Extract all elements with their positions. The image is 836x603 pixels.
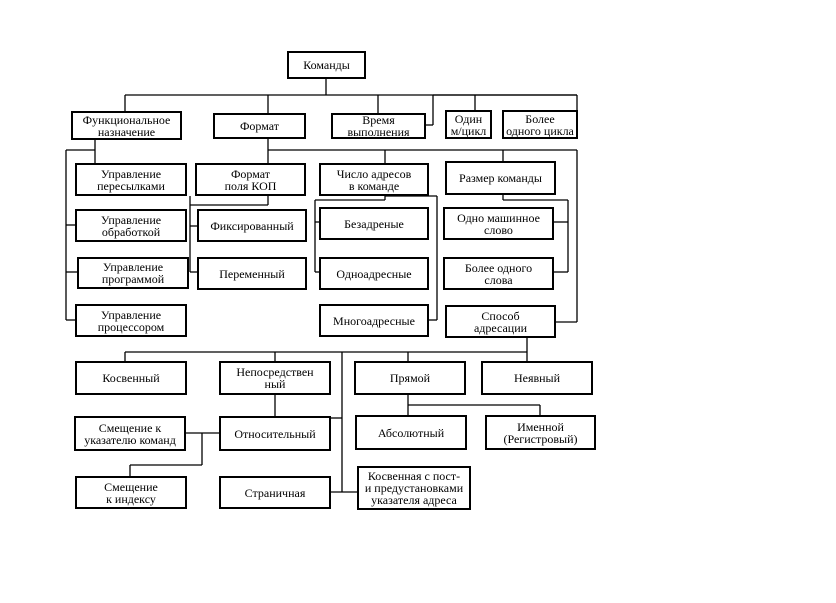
node-indirect-prepost: Косвенная с пост- и предустановками указ…: [357, 466, 471, 510]
node-named: Именной (Регистровый): [485, 415, 596, 450]
node-more-word: Более одного слова: [443, 257, 554, 290]
node-absolute: Абсолютный: [355, 415, 467, 450]
node-relative: Относительный: [219, 416, 331, 451]
node-implicit: Неявный: [481, 361, 593, 395]
node-program: Управление программой: [77, 257, 189, 289]
node-index-offset: Смещение к индексу: [75, 476, 187, 509]
node-transfer: Управление пересылками: [75, 163, 187, 196]
node-one-cycle: Один м/цикл: [445, 110, 492, 139]
node-exec-time: Время выполнения: [331, 113, 426, 139]
node-format: Формат: [213, 113, 306, 139]
node-indirect: Косвенный: [75, 361, 187, 395]
node-processor: Управление процессором: [75, 304, 187, 337]
node-cmd-size: Размер команды: [445, 161, 556, 195]
node-addressing: Способ адресации: [445, 305, 556, 338]
node-functional: Функциональное назначение: [71, 111, 182, 140]
node-multi-addr: Многоадресные: [319, 304, 429, 337]
node-page: Страничная: [219, 476, 331, 509]
node-immediate: Непосредствен ный: [219, 361, 331, 395]
node-addr-count: Число адресов в команде: [319, 163, 429, 196]
node-commands: Команды: [287, 51, 366, 79]
node-cmd-ptr-offset: Смещение к указателю команд: [74, 416, 186, 451]
node-cop-format: Формат поля КОП: [195, 163, 306, 196]
node-more-cycle: Более одного цикла: [502, 110, 578, 139]
node-direct: Прямой: [354, 361, 466, 395]
node-one-word: Одно машинное слово: [443, 207, 554, 240]
node-fixed: Фиксированный: [197, 209, 307, 242]
node-variable: Переменный: [197, 257, 307, 290]
node-processing: Управление обработкой: [75, 209, 187, 242]
node-one-addr: Одноадресные: [319, 257, 429, 290]
node-zero-addr: Безадреные: [319, 207, 429, 240]
